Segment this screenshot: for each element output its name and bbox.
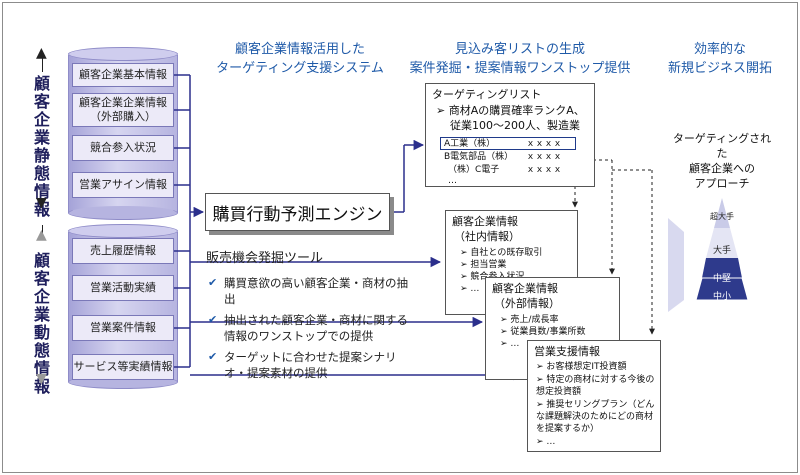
target-row-value: ｘｘｘｘ (526, 165, 563, 175)
targeting-condition-line2: 従業100〜200人、製造業 (450, 119, 580, 132)
prediction-engine-box: 購買行動予測エンジン (205, 193, 390, 231)
down-arrow-icon: ▼ (36, 195, 47, 211)
system-heading-line1: 顧客企業情報活用した (234, 42, 365, 57)
external-info-subtitle: （外部情報） (494, 297, 560, 310)
static-label-char: 情 (33, 182, 50, 201)
sales-support-item: ➢ お客様想定IT投資額 (536, 362, 627, 372)
static-db-bottom (68, 206, 178, 220)
pyramid-title-line1: ターゲティングされた (672, 132, 772, 160)
pyramid-title-line2: 顧客企業への (689, 162, 755, 175)
list-heading-line1: 見込み客リストの生成 (454, 42, 585, 57)
static-item-assign: 営業アサイン情報 (72, 172, 174, 198)
tool-item: ✔ 抽出された顧客企業・商材に関する情報のワンストップでの提供 (208, 312, 408, 344)
dynamic-label-char: 動 (33, 323, 50, 342)
static-label-char: 業 (33, 128, 50, 147)
internal-info-title: 顧客企業情報 (452, 215, 518, 228)
internal-info-item: ➢ 自社との既存取引 (460, 248, 543, 258)
dynamic-label-char: 態 (33, 341, 50, 360)
dynamic-label-char: 顧 (33, 251, 50, 270)
external-info-item: ➢ … (500, 339, 520, 349)
pyramid-title-line3: アプローチ (694, 177, 750, 190)
list-heading: 見込み客リストの生成 案件発掘・提案情報ワンストップ提供 (405, 40, 635, 78)
targeting-list-title: ターゲティングリスト (432, 88, 542, 101)
dynamic-item-activity: 営業活動実績 (72, 275, 174, 301)
static-item-external: 顧客企業企業情報 （外部購入） (72, 93, 174, 127)
static-item-competition: 競合参入状況 (72, 135, 174, 161)
check-icon: ✔ (208, 276, 218, 289)
dynamic-label-char: 客 (33, 269, 50, 288)
dynamic-info-label: 顧客企業動態情報 (32, 252, 52, 396)
dynamic-item-sales: 売上履歴情報 (72, 238, 174, 264)
static-label-char: 報 (33, 200, 50, 219)
targeting-condition: ➢ 商材Aの購買確率ランクA、 (436, 103, 585, 118)
dynamic-label-char: 企 (33, 287, 50, 306)
pyramid-title: ターゲティングされた 顧客企業への アプローチ (672, 131, 772, 191)
pyramid-label-mid: 中堅 (712, 274, 731, 284)
target-row-value: ｘｘｘｘ (526, 152, 563, 162)
dynamic-label-char: 業 (33, 305, 50, 324)
check-icon: ✔ (208, 313, 218, 326)
static-label-char: 企 (33, 110, 50, 129)
sales-support-title: 営業支援情報 (534, 345, 600, 358)
target-row-value: ｘｘｘｘ (526, 139, 563, 149)
dynamic-label-char: 情 (33, 359, 50, 378)
static-label-char: 顧 (33, 74, 50, 93)
sales-support-item: ➢ 推奨セリングプラン（どんな課題解決のためにどの商材を提案するか） (536, 400, 655, 434)
pyramid-label-small: 中小 (712, 292, 731, 302)
tool-item-text: 抽出された顧客企業・商材に関する情報のワンストップでの提供 (224, 313, 408, 343)
up-arrow-shaft (42, 58, 43, 72)
sales-support-card: 営業支援情報 ➢ お客様想定IT投資額 ➢ 特定の商材に対する今後の想定投資額 … (527, 340, 661, 452)
dynamic-item-case: 営業案件情報 (72, 315, 174, 341)
tool-item: ✔ ターゲットに合わせた提案シナリオ・提案素材の提供 (208, 349, 408, 381)
biz-heading: 効率的な 新規ビジネス開拓 (655, 40, 785, 78)
targeting-list-card: ターゲティングリスト ➢ 商材Aの購買確率ランクA、 従業100〜200人、製造… (425, 83, 595, 187)
dynamic-label-char: 報 (33, 377, 50, 396)
pyramid-chart (695, 198, 749, 301)
internal-info-item: ➢ 担当営業 (460, 260, 507, 270)
tool-item-text: 購買意欲の高い顧客企業・商材の抽出 (224, 276, 408, 306)
system-heading-line2: ターゲティング支援システム (216, 61, 384, 76)
tool-title: 販売機会発掘ツール (206, 251, 324, 266)
check-icon: ✔ (208, 350, 218, 363)
dynamic-up-arrow-icon: ▲ (36, 227, 47, 243)
pyramid-label-large: 大手 (712, 246, 731, 256)
tool-item-text: ターゲットに合わせた提案シナリオ・提案素材の提供 (224, 350, 397, 380)
dynamic-down-arrow-icon: ▼ (36, 371, 47, 387)
pyramid-label-top: 超大手 (710, 212, 734, 221)
internal-info-item: ➢ … (460, 284, 480, 294)
sales-support-item: ➢ 特定の商材に対する今後の想定投資額 (536, 375, 655, 397)
arrow-bullet-icon: ➢ (436, 104, 449, 117)
targeting-condition-line1: 商材Aの購買確率ランクA、 (448, 104, 585, 117)
tool-item: ✔ 購買意欲の高い顧客企業・商材の抽出 (208, 275, 408, 307)
pyramid-level-large (706, 228, 738, 258)
target-row-name: B電気部品（株） (444, 152, 514, 162)
internal-info-subtitle: （社内情報） (454, 230, 520, 243)
target-row-more: … (448, 176, 457, 186)
sales-support-item: ➢ … (536, 437, 556, 447)
up-arrow-icon: ▲ (36, 45, 47, 61)
biz-heading-line2: 新規ビジネス開拓 (667, 61, 772, 76)
pyramid-level-top (714, 198, 730, 228)
static-info-label: 顧客企業静態情報 (32, 75, 52, 219)
pyramid-level-mid (702, 258, 742, 278)
target-row-name: A工業（株） (444, 139, 496, 149)
target-row-name: （株）C電子 (448, 165, 500, 175)
external-info-item: ➢ 従業員数/事業所数 (500, 327, 586, 337)
static-label-char: 態 (33, 164, 50, 183)
static-label-char: 客 (33, 92, 50, 111)
down-arrow-shaft (42, 225, 43, 239)
biz-heading-line1: 効率的な (693, 42, 746, 57)
dynamic-db-cap (68, 224, 178, 238)
external-info-title: 顧客企業情報 (492, 282, 558, 295)
dynamic-item-service: サービス等実績情報 (72, 354, 174, 380)
static-db-cap (68, 47, 178, 61)
list-heading-line2: 案件発掘・提案情報ワンストップ提供 (409, 61, 631, 76)
external-info-item: ➢ 売上/成長率 (500, 315, 559, 325)
selected-row-highlight (440, 137, 576, 150)
static-item-basic: 顧客企業基本情報 (72, 63, 174, 87)
static-label-char: 静 (33, 146, 50, 165)
system-heading: 顧客企業情報活用した ターゲティング支援システム (205, 40, 395, 78)
